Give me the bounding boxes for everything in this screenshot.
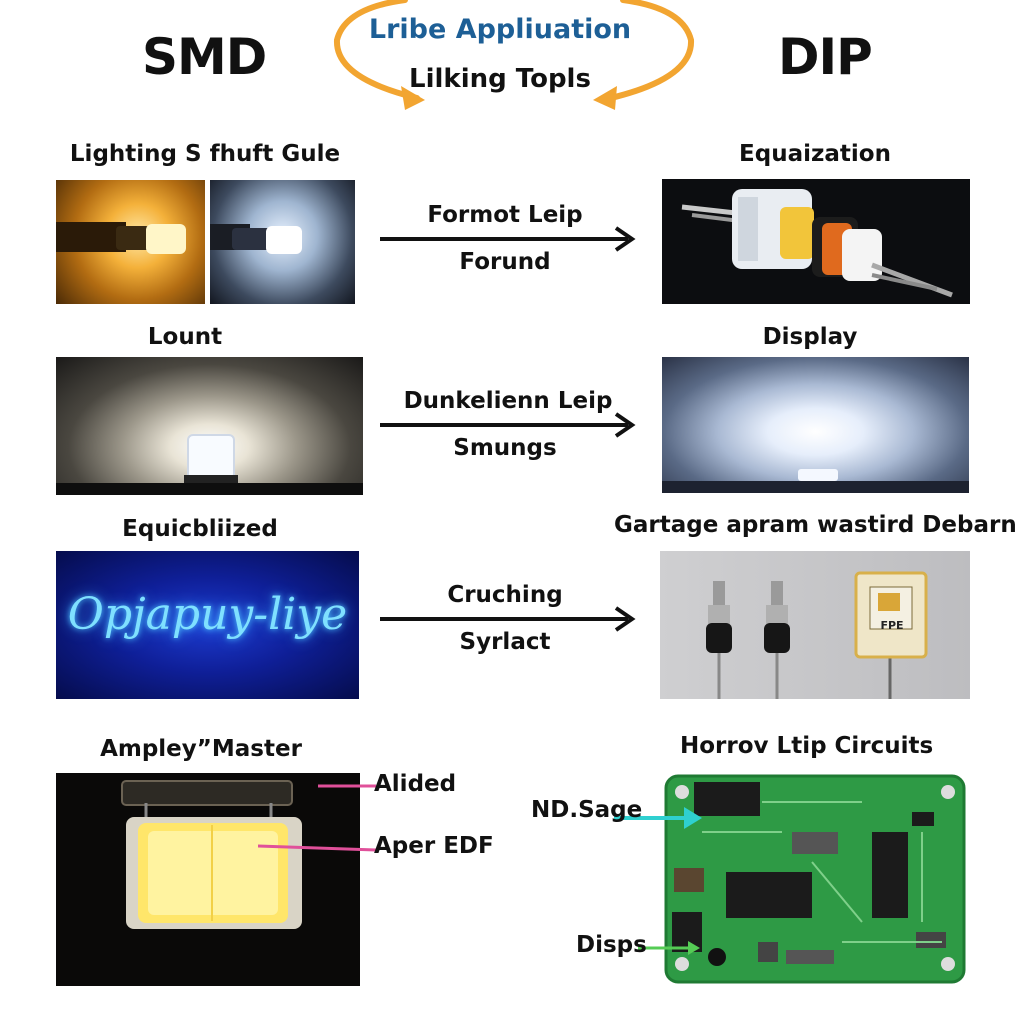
row3-left-label: Equicbliized xyxy=(122,516,278,542)
row1-right-label: Equaization xyxy=(739,141,891,167)
center-subtitle: Lilking Topls xyxy=(409,64,591,94)
chip-label: FPE xyxy=(880,619,904,632)
row1-arrow-icon xyxy=(380,226,636,252)
nd-sage-callout-arrow xyxy=(614,807,702,829)
row1-arrow-top-text: Formot Leip xyxy=(427,202,583,228)
row2-arrow-top-text: Dunkelienn Leip xyxy=(403,388,613,414)
warm-led-bulb-image xyxy=(56,180,205,304)
nd-sage-callout-label: ND.Sage xyxy=(531,797,643,823)
row3-arrow-top-text: Cruching xyxy=(447,582,563,608)
row2-arrow-icon xyxy=(380,412,636,438)
row1-arrow-bottom-text: Forund xyxy=(459,249,551,275)
row2-arrow-bottom-text: Smungs xyxy=(453,435,557,461)
center-title: Lribe Appliuation xyxy=(368,14,632,45)
dip-leds-and-chip-image: FPE xyxy=(660,551,970,699)
row3-arrow-icon xyxy=(380,606,636,632)
dip-title: DIP xyxy=(778,28,873,86)
cycle-arrows-icon xyxy=(333,0,695,110)
aluminum-callout-line xyxy=(318,784,376,788)
row4-left-label: Ampley”Master xyxy=(100,736,302,762)
smd-light-glow-image xyxy=(56,357,363,495)
row2-left-label: Lount xyxy=(147,324,223,350)
disps-callout-arrow xyxy=(638,941,700,955)
aluminum-callout-label: Alided xyxy=(374,771,457,797)
disps-callout-label: Disps xyxy=(576,932,647,958)
dip-display-glow-image xyxy=(662,357,969,493)
row2-right-label: Display xyxy=(762,324,858,350)
row3-right-label: Gartage apram wastird Debarn xyxy=(614,512,1017,538)
cob-led-panel-image xyxy=(56,773,360,986)
aper-callout-line xyxy=(258,844,377,852)
cool-led-bulb-image xyxy=(210,180,355,304)
aper-callout-label: Aper EDF xyxy=(374,833,494,859)
neon-sign-image: Opjapuy-liye xyxy=(56,551,359,699)
smd-title: SMD xyxy=(142,28,267,86)
row4-right-label: Horrov Ltip Circuits xyxy=(680,733,934,759)
neon-sign-text: Opjapuy-liye xyxy=(67,589,348,640)
row1-left-label: Lighting S fhuft Gule xyxy=(69,141,341,167)
pcb-circuit-board-image xyxy=(662,772,968,986)
dip-led-component-image xyxy=(662,179,970,304)
row3-arrow-bottom-text: Syrlact xyxy=(459,629,551,655)
